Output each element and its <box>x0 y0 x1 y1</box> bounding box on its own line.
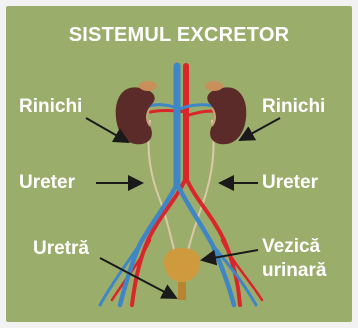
arrow-kidney-right <box>240 118 280 140</box>
label-bladder-line2: urinară <box>262 260 326 282</box>
adrenal-right <box>205 81 223 91</box>
urethra-tube <box>178 282 186 300</box>
label-ureter-left: Ureter <box>19 172 75 194</box>
label-ureter-right: Ureter <box>262 172 318 194</box>
label-urethra: Uretră <box>33 238 89 260</box>
label-bladder-line1: Vezică <box>262 236 320 258</box>
label-kidney-right: Rinichi <box>262 96 325 118</box>
adrenal-left <box>139 81 157 91</box>
label-kidney-left: Rinichi <box>19 96 82 118</box>
bladder <box>164 248 200 300</box>
